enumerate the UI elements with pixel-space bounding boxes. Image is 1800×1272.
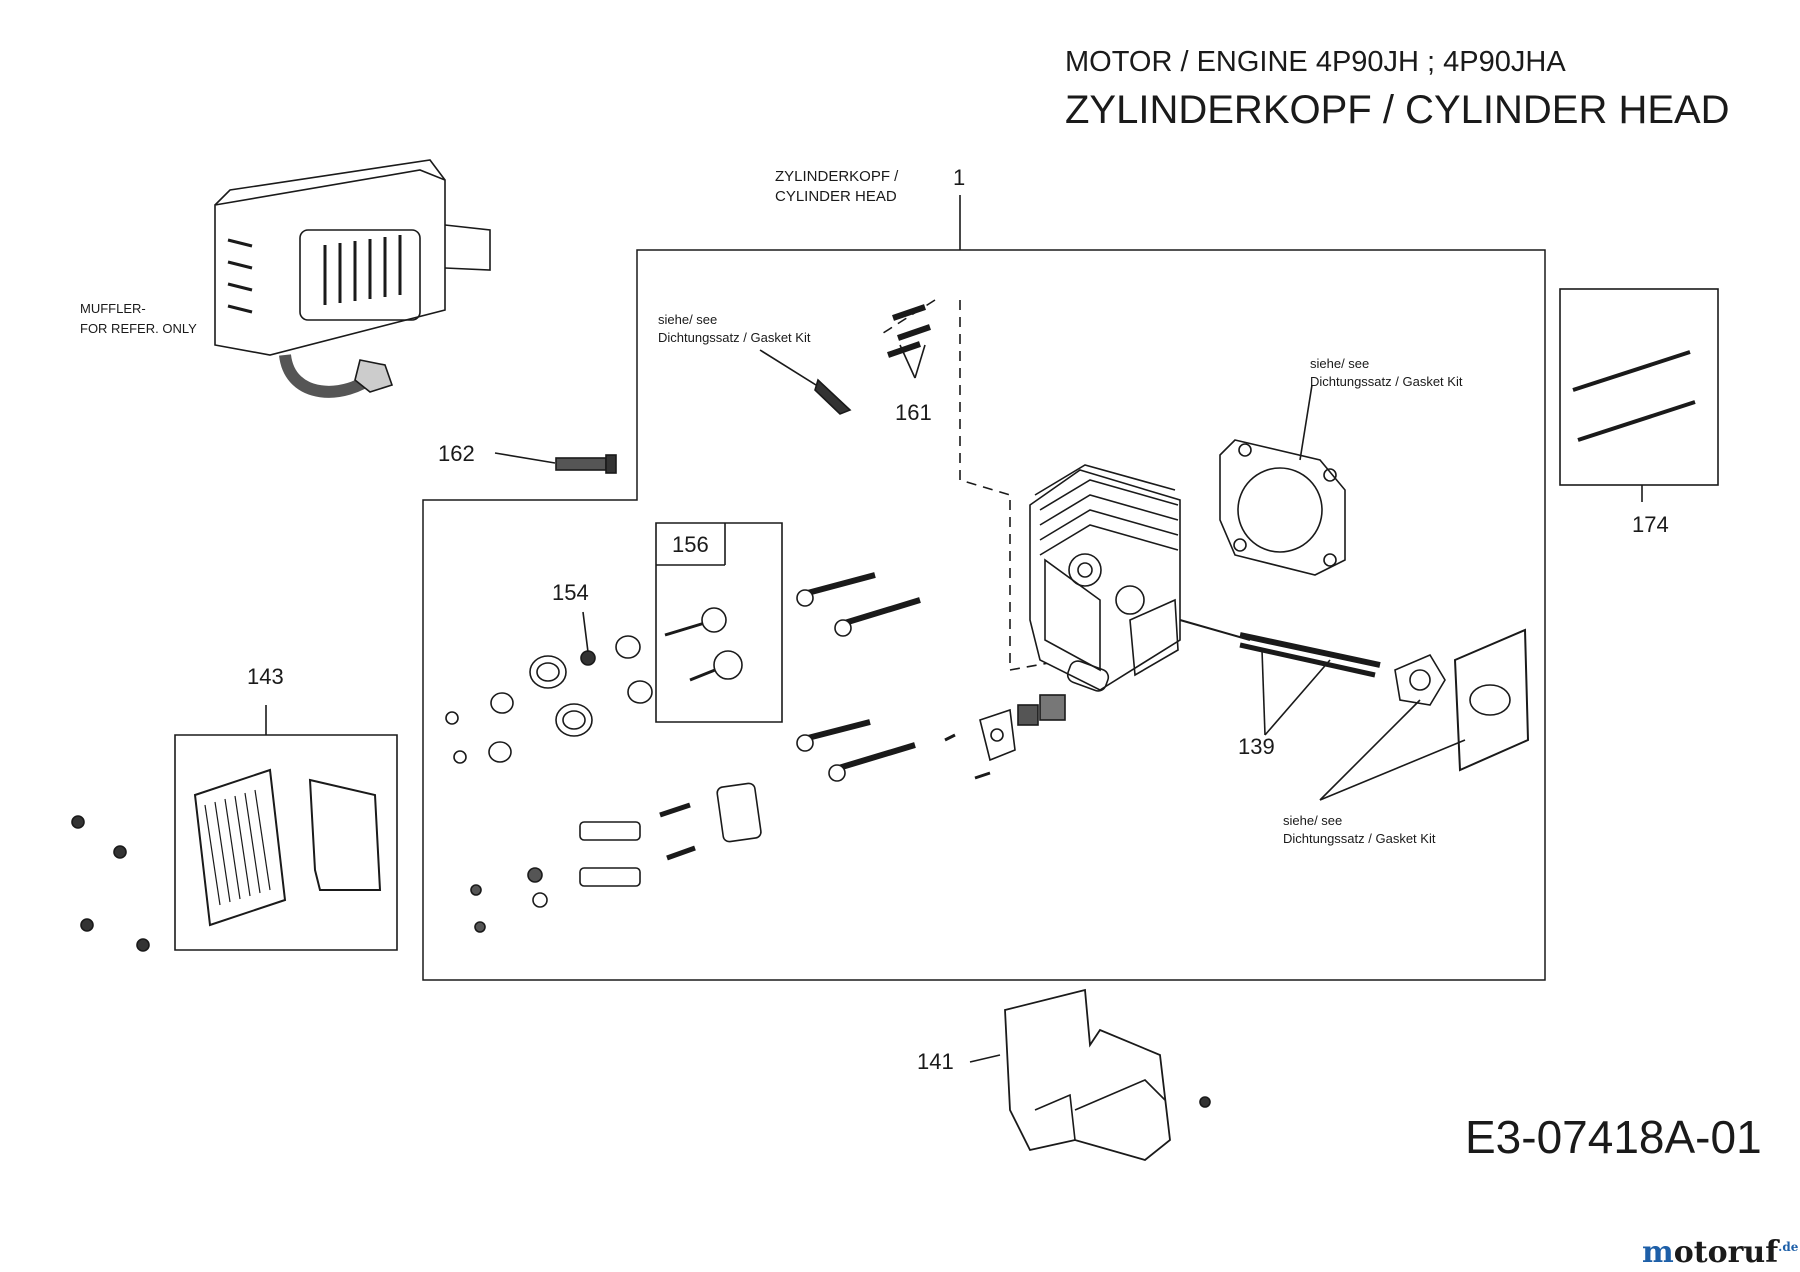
callout-174: 174 (1632, 512, 1669, 537)
valve-box (655, 522, 783, 723)
studs-icon (1179, 619, 1381, 678)
drawing-code: E3-07418A-01 (1465, 1111, 1762, 1163)
insulator-icon (1453, 628, 1530, 772)
callout-154: 154 (552, 580, 589, 605)
callout-161: 161 (895, 400, 932, 425)
cylinder-head-icon (1029, 464, 1181, 692)
callout-143: 143 (247, 664, 284, 689)
gasket-note-b-line1: siehe/ see (1310, 356, 1370, 371)
rocker-arm-icon (579, 782, 762, 887)
gasket-note-a-line1: siehe/ see (658, 312, 718, 327)
bolt-icon (796, 572, 921, 782)
valve-spring-icon (529, 655, 593, 737)
spark-plug-icon (555, 454, 617, 474)
assembly-frame (422, 249, 1546, 981)
deflector-icon (1004, 988, 1171, 1161)
muffler-icon (214, 159, 491, 398)
intake-gasket-icon (1394, 653, 1446, 706)
callout-1: 1 (953, 165, 966, 190)
callout-1-text-en: CYLINDER HEAD (775, 188, 897, 205)
gasket-note-a-line2: Dichtungssatz / Gasket Kit (658, 330, 811, 345)
gasket-note-b-line2: Dichtungssatz / Gasket Kit (1310, 374, 1463, 389)
watermark-logo: motoruf.de (1642, 1235, 1798, 1270)
callout-1-text-de: ZYLINDERKOPF / (775, 168, 899, 185)
push-rod-box (1559, 288, 1719, 486)
reed-icon (1017, 694, 1066, 726)
breather-plate-icon (979, 708, 1016, 762)
gasket-note-c-line1: siehe/ see (1283, 813, 1343, 828)
watermark-rest: otoruf (1673, 1235, 1779, 1270)
gasket-note-c-line2: Dichtungssatz / Gasket Kit (1283, 831, 1436, 846)
push-rod-icon (1572, 350, 1696, 442)
watermark-tld: .de (1778, 1240, 1799, 1254)
callout-139: 139 (1238, 734, 1275, 759)
muffler-note-line2: FOR REFER. ONLY (80, 321, 197, 336)
muffler-note-line1: MUFFLER- (80, 301, 146, 316)
valve-cover-box (174, 734, 398, 951)
valve-icon (664, 607, 743, 682)
valve-cover-icon (193, 768, 382, 927)
engine-title: MOTOR / ENGINE 4P90JH ; 4P90JHA (1065, 46, 1566, 78)
callout-141: 141 (917, 1049, 954, 1074)
page-title: ZYLINDERKOPF / CYLINDER HEAD (1065, 88, 1730, 132)
watermark-m: m (1642, 1235, 1674, 1270)
screw-icon (71, 815, 150, 952)
callout-156: 156 (672, 532, 709, 557)
head-gasket-icon (1219, 439, 1346, 576)
callout-162: 162 (438, 441, 475, 466)
